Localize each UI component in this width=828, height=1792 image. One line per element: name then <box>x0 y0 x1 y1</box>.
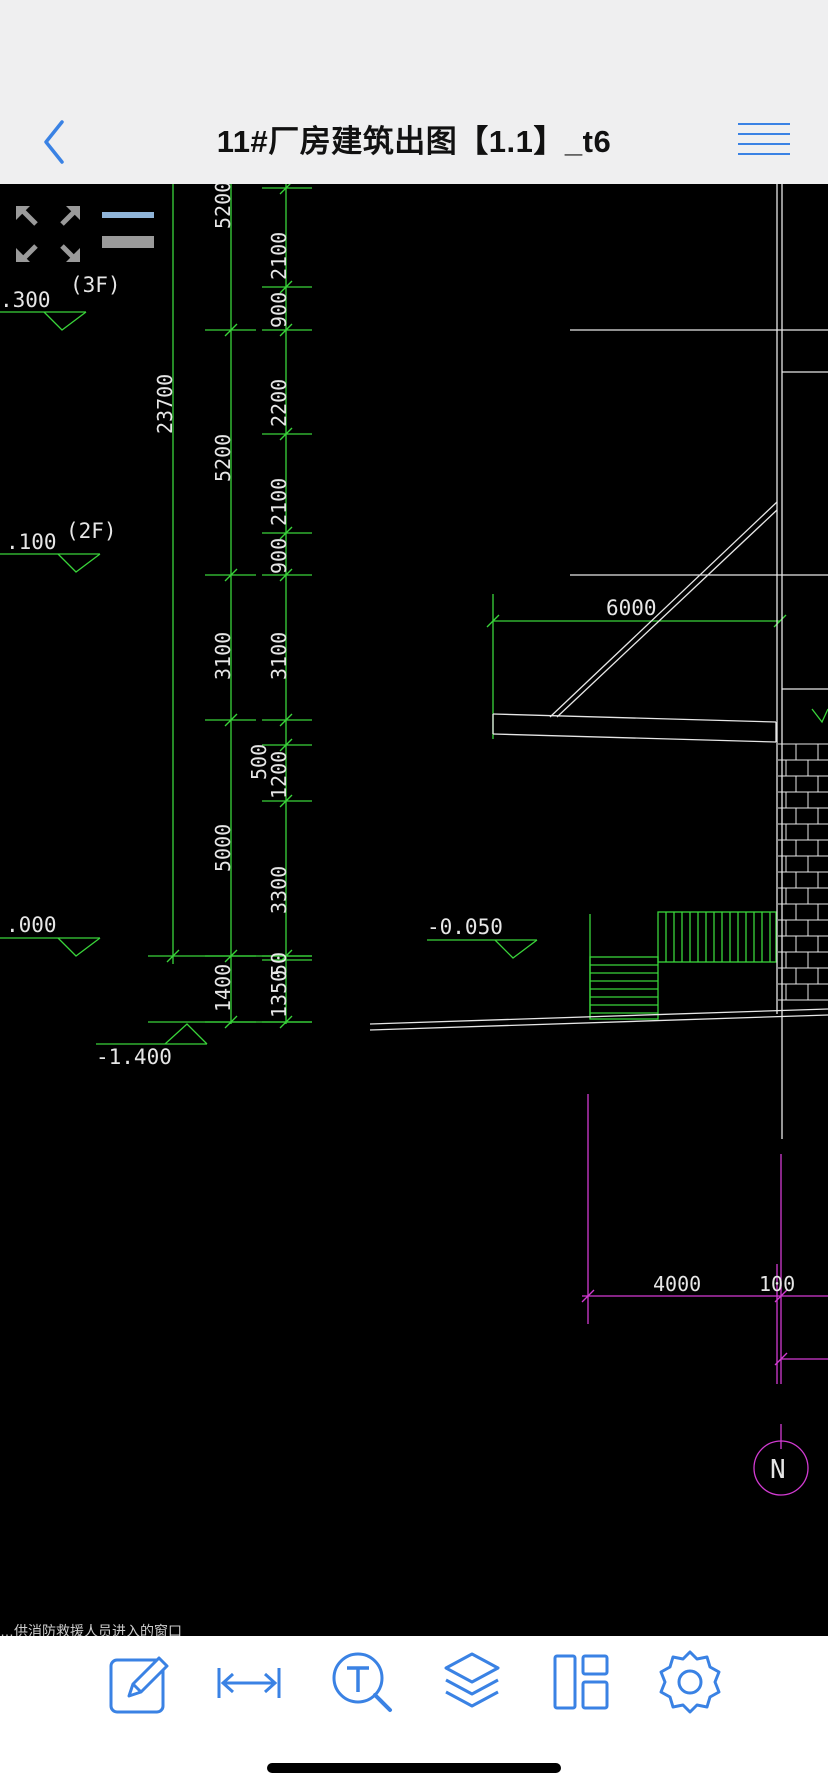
settings-icon <box>659 1650 721 1714</box>
dimension-label: 900 <box>267 538 291 574</box>
drawing-note: …供消防救援人员进入的窗口 <box>0 1623 182 1639</box>
level-label: -1.400 <box>96 1045 172 1069</box>
dimension-label: 2200 <box>267 379 291 427</box>
dimension-label: 3100 <box>211 632 235 680</box>
dimension-label: 1400 <box>211 964 235 1012</box>
text-search-button[interactable] <box>326 1646 398 1718</box>
level-label: -0.050 <box>427 915 503 939</box>
layout-button[interactable] <box>545 1646 617 1718</box>
back-button[interactable] <box>30 114 86 170</box>
dimension-label: 1200 <box>267 751 291 799</box>
line-weight-icon[interactable] <box>102 212 154 248</box>
edit-button[interactable] <box>103 1646 175 1718</box>
navigation-bar: 11#厂房建筑出图【1.1】_t6 <box>0 100 828 184</box>
fullscreen-icon[interactable] <box>16 206 80 262</box>
dimension-label: 2100 <box>267 232 291 280</box>
dimension-label: 5200 <box>211 184 235 229</box>
dimension-label: 2100 <box>267 478 291 526</box>
layers-button[interactable] <box>436 1646 508 1718</box>
drawing-canvas[interactable]: .300 .100 .000 -0.050 -1.400 (3F) (2F) 6… <box>0 184 828 1636</box>
view-controls <box>14 204 164 264</box>
status-bar <box>0 0 828 100</box>
level-label: .300 <box>0 288 51 312</box>
floor-tag: (3F) <box>70 273 121 297</box>
level-label: .100 <box>6 530 57 554</box>
floor-tag: (2F) <box>66 519 117 543</box>
dimension-label: 6000 <box>606 596 657 620</box>
layers-icon <box>444 1652 500 1708</box>
north-marker: N <box>770 1455 786 1485</box>
chevron-left-icon <box>44 120 64 164</box>
edit-icon <box>109 1656 169 1714</box>
dimension-label: 5200 <box>211 434 235 482</box>
dimension-label: 23700 <box>153 374 177 434</box>
dimension-label: 500 <box>247 744 271 780</box>
page-title: 11#厂房建筑出图【1.1】_t6 <box>216 124 612 159</box>
dimension-label: 1350 <box>267 970 291 1018</box>
menu-button[interactable] <box>734 118 794 166</box>
home-indicator[interactable] <box>267 1763 561 1773</box>
dimension-label: 50 <box>267 952 291 976</box>
settings-button[interactable] <box>654 1646 726 1718</box>
cad-drawing: .300 .100 .000 -0.050 -1.400 (3F) (2F) 6… <box>0 184 828 1496</box>
bottom-toolbar <box>0 1636 828 1792</box>
dimension-label: 100 <box>759 1272 795 1296</box>
menu-icon <box>738 123 790 155</box>
dimension-label: 900 <box>267 292 291 328</box>
dimension-label: 3100 <box>267 632 291 680</box>
text-search-icon <box>332 1652 392 1712</box>
dimension-label: 5000 <box>211 824 235 872</box>
dimension-label: 3300 <box>267 866 291 914</box>
dimension-label: 4000 <box>653 1272 701 1296</box>
measure-icon <box>217 1668 281 1698</box>
layout-icon <box>553 1654 609 1710</box>
level-label: .000 <box>6 913 57 937</box>
measure-button[interactable] <box>213 1646 285 1718</box>
